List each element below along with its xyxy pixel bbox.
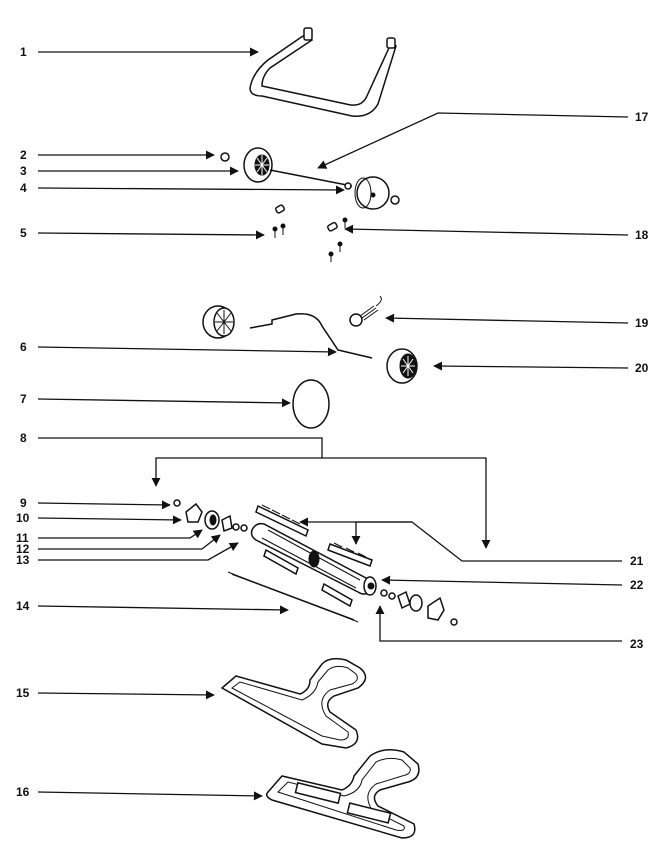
- callout-9: 9: [20, 496, 27, 510]
- cap-nut-part: [390, 195, 400, 205]
- front-axle-assembly: [202, 295, 418, 384]
- bearing-plate-right: [397, 590, 411, 610]
- bearing-right: [409, 594, 423, 612]
- leader-21b: [351, 521, 412, 545]
- leader-17: [317, 112, 629, 169]
- callout-21: 21: [630, 554, 644, 568]
- brush-strip-lower: [263, 548, 353, 608]
- base-plate-part: [265, 749, 420, 839]
- callout-4: 4: [20, 181, 27, 195]
- leader-8b: [151, 457, 322, 487]
- front-wheel-right: [386, 348, 418, 384]
- callout-10: 10: [16, 511, 30, 525]
- callout-15: 15: [16, 686, 30, 700]
- washer-part: [220, 152, 230, 162]
- washer-right: [380, 589, 388, 597]
- leader-22: [381, 575, 623, 586]
- leader-5: [37, 230, 265, 240]
- brush-strip-right: [327, 542, 373, 567]
- nut-right: [450, 618, 458, 626]
- callout-22: 22: [630, 578, 644, 592]
- leader-10: [37, 515, 182, 525]
- leader-7: [37, 398, 291, 408]
- leader-9: [37, 500, 171, 510]
- leader-14: [37, 605, 289, 615]
- rear-wheel-right: [354, 176, 390, 210]
- callout-6: 6: [20, 340, 27, 354]
- callout-12: 12: [16, 542, 30, 556]
- callout-23: 23: [630, 637, 644, 651]
- leader-20: [433, 361, 629, 371]
- nut-left: [173, 499, 181, 507]
- nozzle-gasket-part: [220, 657, 367, 749]
- end-cap-left: [185, 502, 203, 523]
- rear-wheel-left: [243, 147, 273, 183]
- callout-11: 11: [16, 531, 29, 545]
- callout-18: 18: [635, 228, 649, 242]
- bearing-plate-left: [221, 514, 233, 533]
- leader-19: [385, 313, 629, 324]
- brush-strip-top: [255, 504, 309, 538]
- callout-14: 14: [16, 599, 30, 613]
- callout-20: 20: [635, 361, 649, 375]
- leader-4: [37, 185, 345, 195]
- leader-13: [38, 542, 239, 561]
- leader-18: [344, 224, 629, 236]
- callout-17: 17: [635, 110, 649, 124]
- callout-13: 13: [16, 553, 30, 567]
- washer-left: [232, 523, 240, 531]
- callout-3: 3: [20, 164, 27, 178]
- callout-16: 16: [16, 785, 30, 799]
- screws-and-clips: [272, 204, 348, 262]
- drive-belt-part: [292, 379, 330, 429]
- spring-part: [349, 295, 382, 327]
- leader-16: [37, 791, 263, 801]
- callout-1: 1: [20, 45, 27, 59]
- leader-15: [37, 690, 215, 700]
- end-cap-right: [427, 596, 445, 621]
- callout-2: 2: [20, 148, 27, 162]
- callout-5: 5: [20, 226, 27, 240]
- handle-bail-part: [249, 27, 397, 117]
- leader-6: [37, 346, 337, 357]
- front-wheel-left: [202, 305, 235, 339]
- leader-lines: [37, 47, 629, 801]
- leader-23: [375, 605, 622, 642]
- brushroll-assembly: [173, 499, 458, 626]
- leader-11: [38, 529, 203, 539]
- axle-rod: [269, 169, 353, 187]
- callout-19: 19: [635, 316, 649, 330]
- callout-8: 8: [20, 431, 27, 445]
- brushroll-dowel: [250, 522, 373, 595]
- brushroll-shaft-part: [227, 571, 359, 623]
- rear-axle-assembly: [220, 147, 400, 210]
- callout-7: 7: [20, 392, 27, 406]
- leader-12: [38, 534, 221, 550]
